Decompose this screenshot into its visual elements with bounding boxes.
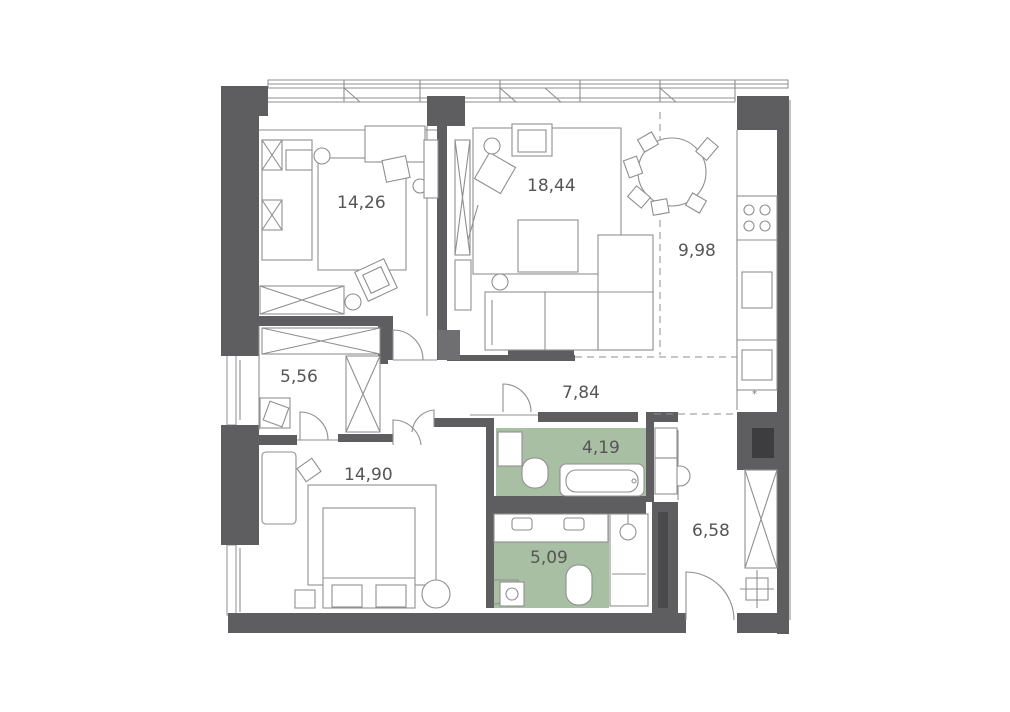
svg-text:*: * xyxy=(752,389,757,400)
bedroom-top-furniture xyxy=(259,125,439,315)
wardrobe-furniture xyxy=(259,327,381,433)
area-bedroom-top: 14,26 xyxy=(337,193,386,213)
area-master-bedroom: 14,90 xyxy=(344,465,393,485)
kitchen-dining-furniture: * xyxy=(622,131,778,400)
area-bathroom-bottom: 5,09 xyxy=(530,548,568,568)
master-bedroom-furniture xyxy=(261,451,451,609)
area-living-room: 18,44 xyxy=(527,176,576,196)
area-labels: 14,26 18,44 9,98 5,56 7,84 4,19 14,90 5,… xyxy=(280,176,730,568)
entrance-furniture xyxy=(740,469,778,608)
bathroom-top-fixtures xyxy=(497,427,691,497)
area-entrance-hall: 6,58 xyxy=(692,521,730,541)
living-room-furniture xyxy=(454,123,654,351)
area-kitchen-dining: 9,98 xyxy=(678,241,716,261)
bathroom-bottom-fixtures xyxy=(493,512,668,608)
area-bathroom-top: 4,19 xyxy=(582,438,620,458)
area-wardrobe: 5,56 xyxy=(280,367,318,387)
area-hallway: 7,84 xyxy=(562,383,600,403)
doors xyxy=(299,329,735,621)
